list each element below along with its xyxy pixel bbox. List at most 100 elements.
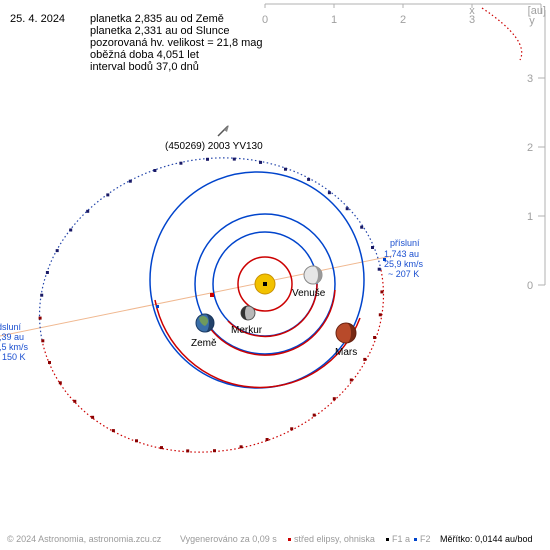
asteroid-orbit-point (259, 160, 262, 164)
asteroid-orbit-points (38, 157, 384, 453)
asteroid-orbit-point (206, 157, 209, 161)
focus-f2-marker (156, 305, 159, 308)
asteroid-orbit-point (373, 336, 377, 339)
perihelion-distance: 1,743 au (384, 249, 419, 259)
asteroid-orbit-point (111, 429, 115, 433)
aphelion-speed: ,5 km/s (0, 342, 29, 352)
asteroid-orbit-point (360, 225, 364, 229)
asteroid-orbit-point (380, 290, 384, 294)
asteroid-orbit-point (290, 427, 294, 431)
asteroid-orbit-point (363, 357, 367, 361)
apsis-line (0, 255, 393, 337)
date-label: 25. 4. 2024 (10, 13, 66, 25)
aphelion-temperature: 150 K (2, 352, 26, 362)
top-tick-2: 2 (400, 14, 406, 26)
top-tick-3: 3 (469, 14, 475, 26)
asteroid-marker (217, 125, 229, 137)
right-tick-3: 3 (527, 73, 533, 85)
asteroid-orbit-point (349, 378, 353, 382)
legend-center-marker (288, 538, 291, 541)
footer-copyright: © 2024 Astronomia, astronomia.zcu.cz (7, 534, 162, 544)
asteroid-orbit-point (91, 415, 95, 419)
asteroid-orbit-point (307, 177, 311, 181)
asteroid-orbit-point (41, 339, 45, 343)
venus-orbit-red (227, 283, 318, 338)
asteroid-orbit-point (179, 161, 183, 165)
right-tick-1: 1 (527, 211, 533, 223)
asteroid-orbit-point (327, 191, 331, 195)
asteroid-orbit-point (69, 228, 73, 232)
footer-legend-center: střed elipsy, ohniska (294, 534, 375, 544)
info-point-interval: interval bodů 37,0 dnů (90, 61, 199, 73)
right-tick-2: 2 (527, 142, 533, 154)
y-axis-label: y (529, 15, 535, 27)
earth-orbit-red (206, 289, 336, 356)
asteroid-orbit-point (378, 313, 382, 317)
footer-scale: Měřítko: 0,0144 au/bod (440, 534, 533, 544)
mercury-label: Merkur (231, 325, 263, 336)
asteroid-orbit-point (40, 293, 44, 297)
aphelion-title: odsluní (0, 322, 22, 332)
legend-f1-marker (386, 538, 389, 541)
asteroid-orbit-point (213, 449, 216, 453)
perihelion-title: přísluní (390, 238, 420, 248)
top-tick-0: 0 (262, 14, 268, 26)
outer-orbit-arc (481, 7, 523, 61)
ellipse-center-marker (210, 293, 214, 297)
venus-label: Venuše (292, 288, 326, 299)
asteroid-orbit-point (312, 413, 316, 417)
info-period: oběžná doba 4,051 let (90, 49, 199, 61)
asteroid-orbit-point (371, 246, 374, 249)
footer-legend-f2: F2 (420, 534, 431, 544)
perihelion-marker (383, 258, 386, 261)
mars (335, 322, 357, 344)
venus (303, 265, 323, 285)
info-distance-sun: planetka 2,331 au od Slunce (90, 25, 230, 37)
mercury (240, 305, 256, 321)
sun-focus-marker (263, 282, 267, 286)
asteroid-orbit-point (58, 381, 62, 385)
aphelion-distance: ,39 au (0, 332, 24, 342)
asteroid-orbit-point (55, 249, 59, 253)
asteroid-orbit-point (45, 271, 49, 274)
top-axis (264, 3, 542, 14)
asteroid-orbit-point (135, 439, 138, 443)
mercury-orbit (237, 256, 293, 312)
asteroid-orbit-point (332, 397, 336, 401)
earth-orbit-blue (194, 213, 336, 355)
mars-orbit-red (154, 299, 361, 389)
asteroid-orbit-point (239, 445, 243, 449)
legend-f2-marker (414, 538, 417, 541)
right-tick-0: 0 (527, 280, 533, 292)
footer-legend-f1: F1 a (392, 534, 411, 544)
mars-label: Mars (335, 347, 357, 358)
asteroid-orbit-point (345, 207, 349, 211)
asteroid-orbit-point (232, 157, 236, 161)
asteroid-orbit-point (73, 399, 77, 403)
x-axis-label: x (469, 5, 475, 17)
perihelion-speed: 25,9 km/s (384, 259, 424, 269)
top-tick-1: 1 (331, 14, 337, 26)
asteroid-orbit-point (106, 193, 110, 197)
asteroid-orbit-lower (41, 269, 385, 453)
asteroid-orbit-point (48, 361, 51, 364)
earth (195, 313, 215, 333)
footer-generated: Vygenerováno za 0,09 s (180, 534, 277, 544)
unit-label: [au] (528, 5, 546, 17)
info-magnitude: pozorovaná hv. velikost = 21,8 mag (90, 37, 263, 49)
asteroid-orbit-point (186, 449, 190, 453)
info-distance-earth: planetka 2,835 au od Země (90, 13, 224, 25)
perihelion-temperature: ~ 207 K (388, 269, 419, 279)
asteroid-orbit-point (284, 167, 287, 171)
right-axis (538, 10, 546, 286)
asteroid-name: (450269) 2003 YV130 (165, 141, 263, 152)
asteroid-orbit-point (128, 179, 132, 183)
asteroid-orbit-point (153, 169, 157, 172)
asteroid-orbit-point (377, 267, 381, 271)
earth-label: Země (191, 338, 217, 349)
asteroid-orbit-point (86, 209, 90, 213)
asteroid-orbit-point (160, 446, 163, 450)
asteroid-orbit-point (265, 438, 269, 441)
asteroid-orbit-point (38, 316, 42, 320)
